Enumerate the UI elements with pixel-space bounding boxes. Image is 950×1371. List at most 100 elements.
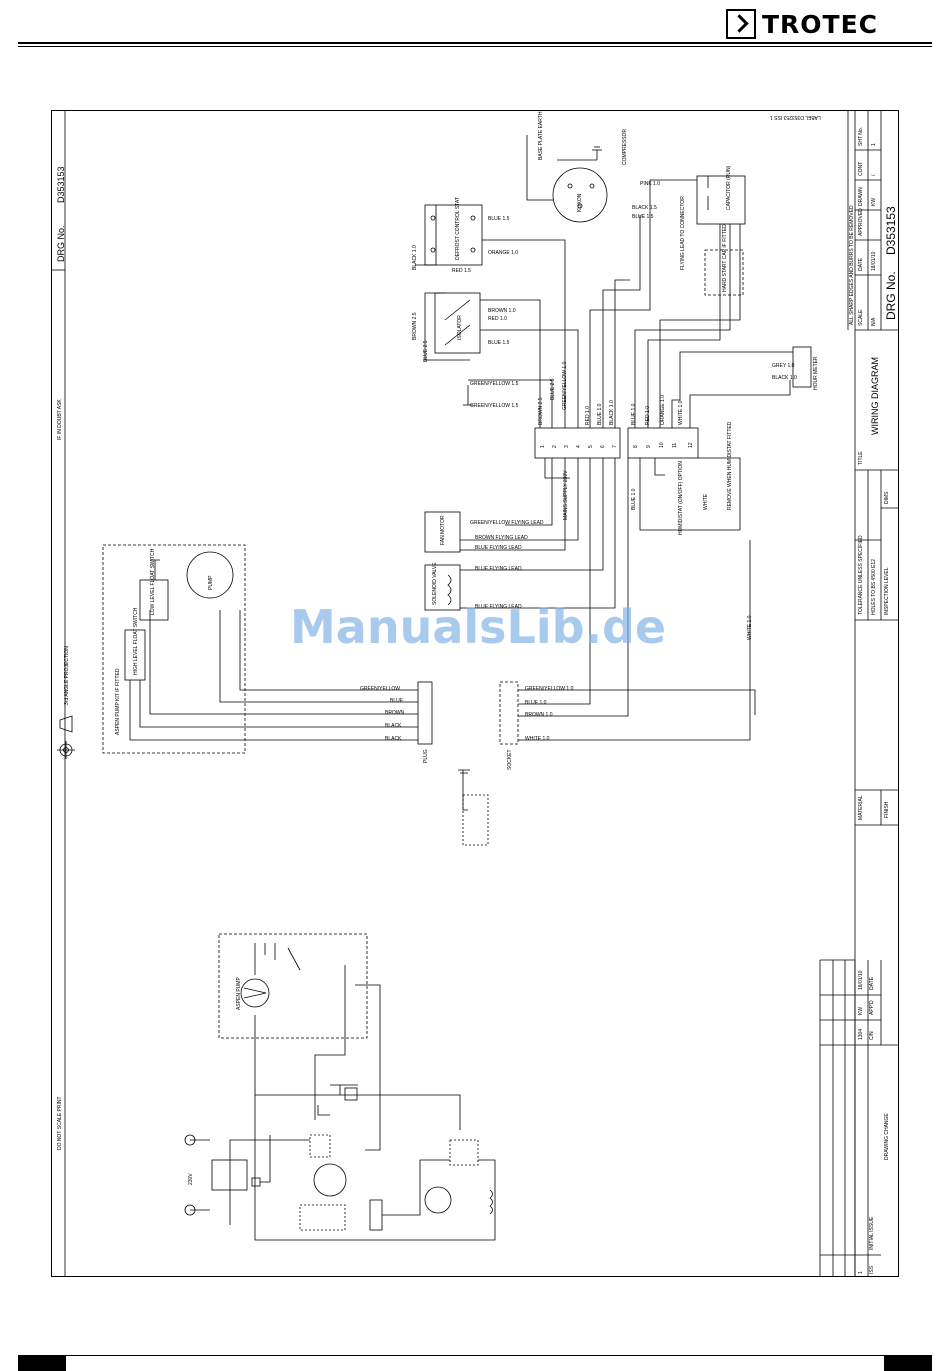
terminal-4: 4 [576,445,582,448]
wire-black-plug2: BLACK [385,736,402,742]
isolator-label: ISOLATOR [457,315,463,340]
wire-grey10: GREY 1.0 [772,363,795,369]
wire-red10-tb2: RED 1.0 [645,406,651,425]
brand-name: TROTEC [762,9,879,39]
appd-label: APP'D [869,1000,875,1015]
wire-gy15-b: GREEN/YELLOW 1.5 [470,403,519,409]
wire-blue-flying-sol: BLUE FLYING LEAD [475,566,522,572]
tb-col-value: KW [871,197,877,206]
wire-brown25-tb: BROWN 2.5 [538,397,544,425]
drawing-sheet [51,110,899,1277]
terminal-2: 2 [552,445,558,448]
cn-value: 1304 [858,1028,864,1040]
wire-blue25-tb: BLUE 2.5 [550,378,556,400]
tolerance-label: TOLERANCE UNLESS SPECIFIED [858,535,864,615]
mains-supply-label: MAINS SUPPLY 230V [563,470,569,520]
header-rule-thin [18,46,932,47]
tb-col-label: DRAWN [858,187,864,206]
drawing-change-label: DRAWING CHANGE [884,1113,890,1160]
remove-link-label: REMOVE WHEN HUMIDISTAT FITTED [727,421,733,510]
wire-orange10-tb: ORANGE 1.0 [660,394,666,425]
footer-block-right [884,1356,932,1371]
tb-col-label: APPROVED [858,208,864,236]
logo-mark-icon [726,9,756,39]
footer-block-left [18,1356,66,1371]
page-footer [18,1355,932,1371]
wire-brown-plug: BROWN [385,710,405,716]
base-plate-label: BASE PLATE EARTH [538,111,544,160]
wire-white10-socket: WHITE 1.0 [525,736,550,742]
wire-black10-hm: BLACK 1.0 [772,375,797,381]
terminal-6: 6 [600,445,606,448]
high-level-label: HIGH LEVEL FLOAT SWITCH [133,607,139,675]
tb-col-value: 18/01/10 [871,251,877,271]
terminal-3: 3 [564,445,570,448]
hour-meter-label: HOUR METER [813,356,819,390]
header-rule [18,42,932,44]
wire-red10-iso: RED 1.0 [488,316,507,322]
tb-col-label: CONT [858,161,864,176]
finish-label: FINISH [884,801,890,818]
terminal-9: 9 [646,445,652,448]
tb-col-value: / [871,174,877,176]
wire-blue-flying-fan: BLUE FLYING LEAD [475,545,522,551]
terminal-5: 5 [588,445,594,448]
dims-label: DIMS [884,491,890,505]
cn-label: C/N [869,1031,875,1040]
wire-white-hum: WHITE [703,493,709,510]
wire-brown25: BROWN 2.5 [412,312,418,340]
wire-white10-v: WHITE 1.0 [747,615,753,640]
iss-value: 1 [858,1271,864,1274]
wire-red15: RED 1.5 [452,268,471,274]
aspen-pump-label: ASPEN PUMP [236,977,242,1010]
wire-blue10-tb: BLUE 1.0 [597,403,603,425]
terminal-12: 12 [688,442,694,448]
wire-pink10: PINK 1.0 [640,181,661,187]
wire-red10-tb: RED 1.0 [585,406,591,425]
tb-col-label: SHT No. [858,126,864,146]
inspection-label: INSPECTION LEVEL [884,567,890,615]
wire-blue15-iso: BLUE 1.5 [488,340,510,346]
drg-no: D353153 [884,206,898,255]
fan-motor-label: FAN MOTOR [440,515,446,545]
socket-label: SOCKET [507,749,513,770]
tb-col-label: DATE [858,258,864,271]
capacitor-label: CAPACITOR (RUN) [726,165,732,210]
date-label: DATE [869,977,875,990]
voltage-label: 230V [188,1173,194,1185]
terminal-1: 1 [540,445,546,448]
initial-issue-label: INITIAL ISSUE [869,1216,875,1250]
wire-blue-plug: BLUE [390,698,404,704]
drg-no-label-left: DRG No. [56,225,66,262]
wire-blue10-lower: BLUE 1.0 [631,488,637,510]
if-in-doubt-text: IF IN DOUBT ASK [57,399,63,440]
wire-blue-flying-sol2: BLUE FLYING LEAD [475,604,522,610]
wire-blue15-comp: BLUE 1.5 [632,214,654,220]
drg-no-label: DRG No. [884,271,898,320]
flying-lead-label: FLYING LEAD TO CONNECTOR [680,196,686,270]
wire-gy10-socket: GREEN/YELLOW 1.0 [525,686,574,692]
wire-orange10-def: ORANGE 1.0 [488,250,519,256]
drg-no-left: D353153 [56,166,66,203]
klixon-label: KLIXON [577,193,583,212]
wire-gy-flying: GREEN/YELLOW FLYING LEAD [470,520,544,526]
plug-label: PLUG [423,749,429,763]
low-level-label: LOW LEVEL FLOAT SWITCH [150,548,156,615]
wire-black-plug: BLACK [385,723,402,729]
terminal-11: 11 [672,442,678,448]
drawing-title: WIRING DIAGRAM [870,357,880,435]
wire-blue15-def: BLUE 1.5 [488,216,510,222]
trotec-logo: TROTEC [726,9,878,39]
aspen-kit-label: ASPEN PUMP KIT IF FITTED [115,668,121,736]
tb-col-value: N/A [871,317,877,326]
terminal-10: 10 [659,442,665,448]
wire-brown-flying: BROWN FLYING LEAD [475,535,528,541]
wire-gy-plug: GREEN/YELLOW [360,686,401,692]
sharp-edges-note: ALL SHARP EDGES AND BURRS TO BE REMOVED [849,205,855,325]
iss-label: ISS [869,1265,875,1274]
compressor-label: COMPRESSOR [622,128,628,165]
wire-brown10: BROWN 1.0 [488,308,516,314]
humidistat-label: HUMIDISTAT (ON/OFF) OPTION [678,461,684,535]
pump-label: PUMP [208,575,214,590]
wire-gy10-tb: GREEN/YELLOW 1.0 [562,361,568,410]
